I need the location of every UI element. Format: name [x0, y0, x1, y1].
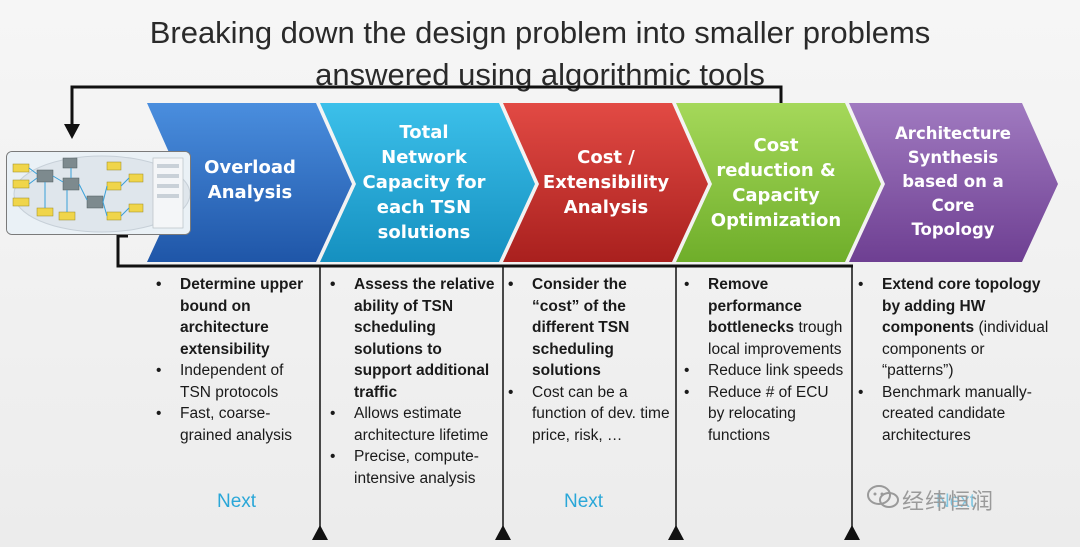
- bullet: Fast, coarse-grained analysis: [156, 403, 314, 446]
- bullet: Consider the “cost” of the different TSN…: [508, 274, 670, 382]
- bullet-bold-part: Extend core topology by adding HW compon…: [882, 276, 1041, 336]
- step-4-label: Cost reduction & Capacity Optimization: [710, 135, 842, 231]
- column-network-capacity: Assess the relative ability of TSN sched…: [328, 274, 498, 489]
- next-link-2[interactable]: Next: [564, 491, 604, 512]
- watermark-text: 经纬恒润: [902, 490, 995, 515]
- bullet: Allows estimate architecture lifetime: [330, 403, 498, 446]
- bullet: Remove performance bottlenecks trough lo…: [684, 274, 846, 360]
- separator-1: [312, 266, 328, 540]
- bullet-bold-part: Remove performance bottlenecks: [708, 276, 802, 336]
- chevron-overload: [147, 103, 352, 262]
- bullet: Cost can be a function of dev. time pric…: [508, 382, 670, 447]
- bullet: Reduce # of ECU by relocating functions: [684, 382, 846, 447]
- feedback-top-arrowhead: [64, 124, 80, 139]
- column-overload: Determine upper bound on architecture ex…: [154, 274, 314, 446]
- bullet: Reduce link speeds: [684, 360, 846, 382]
- step-5-label: Architecture Synthesis based on a Core T…: [895, 124, 1011, 239]
- separator-2: [495, 266, 511, 540]
- feedback-bottom-line: [116, 234, 853, 268]
- step-2-label: Total Network Capacity for each TSN solu…: [362, 121, 486, 243]
- bullet: Assess the relative ability of TSN sched…: [330, 274, 498, 403]
- step-1-label: Overload Analysis: [204, 157, 296, 203]
- title-line-1: Breaking down the design problem into sm…: [149, 15, 931, 50]
- column-architecture-synthesis: Extend core topology by adding HW compon…: [856, 274, 1052, 446]
- bullet: Independent of TSN protocols: [156, 360, 314, 403]
- step-3-label: Cost / Extensibility Analysis: [542, 146, 670, 218]
- bullet-rest: (individual components or “patterns”): [882, 319, 1049, 379]
- column-cost-reduction: Remove performance bottlenecks trough lo…: [682, 274, 846, 446]
- column-cost: Consider the “cost” of the different TSN…: [506, 274, 670, 446]
- bullet: Benchmark manually-created candidate arc…: [858, 382, 1052, 447]
- bullet-rest: trough local improvements: [708, 319, 843, 358]
- next-link-3[interactable]: Next: [936, 491, 976, 512]
- wechat-icon: [867, 485, 899, 508]
- chevron-cost: [503, 103, 708, 262]
- bullet: Determine upper bound on architecture ex…: [156, 274, 314, 360]
- feedback-top-line: [70, 85, 783, 125]
- chevron-architecture-synthesis: [849, 103, 1058, 262]
- architecture-thumbnail: [6, 151, 191, 235]
- chevron-network-capacity: [320, 103, 535, 262]
- bullet: Extend core topology by adding HW compon…: [858, 274, 1052, 382]
- next-link-1[interactable]: Next: [217, 491, 257, 512]
- separator-3: [668, 266, 684, 540]
- chevron-cost-reduction: [676, 103, 881, 262]
- bullet: Precise, compute-intensive analysis: [330, 446, 498, 489]
- separator-4: [844, 266, 860, 540]
